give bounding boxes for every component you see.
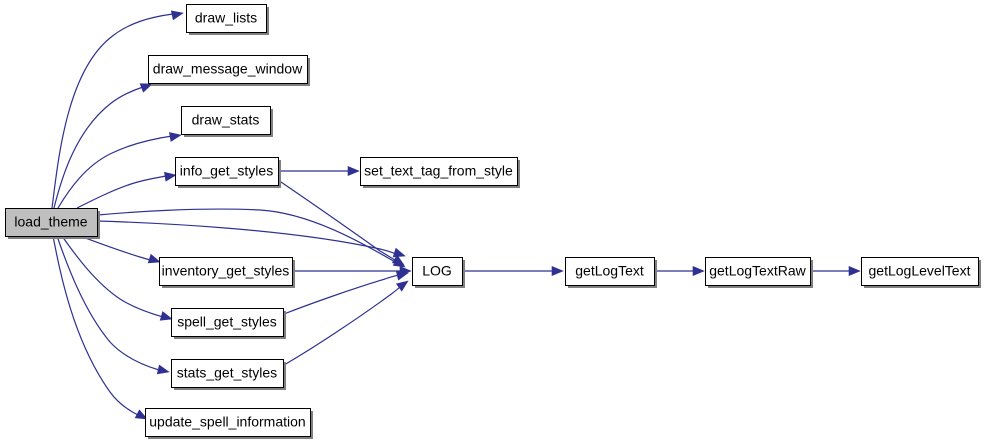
edge-line bbox=[97, 208, 400, 265]
node-box[interactable] bbox=[171, 308, 284, 337]
arrowhead-icon bbox=[159, 311, 173, 321]
node-label: set_text_tag_from_style bbox=[364, 163, 513, 179]
node-set_text_tag_from_style[interactable]: set_text_tag_from_style bbox=[360, 157, 521, 189]
arrowhead-icon bbox=[392, 257, 406, 268]
edge-line bbox=[283, 274, 400, 315]
node-box[interactable] bbox=[5, 208, 98, 237]
edge-line bbox=[51, 13, 174, 209]
arrowhead-icon bbox=[156, 364, 170, 375]
node-box[interactable] bbox=[181, 106, 271, 135]
arrowhead-icon bbox=[395, 280, 409, 292]
arrowhead-icon bbox=[134, 409, 148, 420]
edge-load_theme-to-draw_stats bbox=[57, 132, 182, 209]
arrowhead-icon bbox=[164, 171, 177, 182]
node-box[interactable] bbox=[186, 4, 267, 33]
arrowhead-icon bbox=[169, 132, 182, 142]
node-inventory_get_styles[interactable]: inventory_get_styles bbox=[159, 257, 296, 289]
node-update_spell_information[interactable]: update_spell_information bbox=[145, 408, 314, 440]
nodes-layer: load_theme draw_lists draw_message_windowd… bbox=[5, 4, 982, 440]
node-label: draw_message_window bbox=[153, 61, 303, 77]
edge-load_theme-to-draw_message_window bbox=[53, 83, 153, 209]
edge-line bbox=[52, 235, 139, 416]
edge-load_theme-to-info_get_styles bbox=[76, 171, 177, 209]
node-box[interactable] bbox=[148, 55, 308, 84]
node-getLogTextRaw[interactable]: getLogTextRaw bbox=[705, 257, 814, 289]
node-getLogText[interactable]: getLogText bbox=[565, 257, 658, 289]
node-spell_get_styles[interactable]: spell_get_styles bbox=[171, 308, 287, 340]
arrowhead-icon bbox=[551, 266, 564, 276]
node-label: load_theme bbox=[14, 214, 87, 230]
node-getLogLevelText[interactable]: getLogLevelText bbox=[861, 257, 982, 289]
node-label: update_spell_information bbox=[149, 414, 305, 430]
node-label: spell_get_styles bbox=[177, 314, 277, 330]
node-label: LOG bbox=[422, 263, 452, 279]
edge-stats_get_styles-to-LOG bbox=[283, 280, 409, 366]
edge-inventory_get_styles-to-LOG bbox=[293, 266, 412, 276]
edge-LOG-to-getLogText bbox=[463, 266, 564, 276]
edge-load_theme-to-draw_lists bbox=[51, 10, 184, 209]
edge-line bbox=[79, 235, 151, 261]
node-load_theme[interactable]: load_theme bbox=[5, 208, 101, 240]
node-label: stats_get_styles bbox=[177, 365, 277, 381]
edge-line bbox=[53, 86, 144, 209]
edge-line bbox=[56, 235, 160, 371]
node-box[interactable] bbox=[360, 157, 518, 186]
node-stats_get_styles[interactable]: stats_get_styles bbox=[171, 359, 287, 391]
node-draw_stats[interactable]: draw_stats bbox=[181, 106, 274, 138]
edge-info_get_styles-to-LOG bbox=[277, 179, 405, 266]
arrowhead-icon bbox=[392, 247, 406, 258]
edge-getLogText-to-getLogTextRaw bbox=[655, 266, 705, 276]
edge-load_theme-to-update_spell_information bbox=[52, 235, 148, 420]
node-draw_lists[interactable]: draw_lists bbox=[186, 4, 270, 36]
node-LOG[interactable]: LOG bbox=[412, 257, 466, 289]
node-label: inventory_get_styles bbox=[162, 263, 290, 279]
edge-line bbox=[57, 135, 173, 209]
node-box[interactable] bbox=[175, 157, 279, 186]
edge-line bbox=[283, 285, 402, 366]
edge-line bbox=[97, 220, 397, 255]
arrowhead-icon bbox=[395, 270, 409, 281]
node-box[interactable] bbox=[565, 257, 655, 286]
node-box[interactable] bbox=[412, 257, 463, 286]
arrowhead-icon bbox=[170, 10, 184, 21]
node-info_get_styles[interactable]: info_get_styles bbox=[175, 157, 282, 189]
arrowhead-icon bbox=[692, 266, 705, 276]
edge-load_theme-to-stats_get_styles bbox=[56, 235, 170, 375]
node-label: getLogText bbox=[575, 263, 644, 279]
edge-load_theme-to-inventory_get_styles bbox=[79, 235, 161, 264]
node-label: draw_stats bbox=[192, 112, 260, 128]
node-box[interactable] bbox=[145, 408, 311, 437]
node-label: getLogLevelText bbox=[869, 263, 971, 279]
arrowhead-icon bbox=[848, 266, 861, 276]
edges-layer bbox=[51, 10, 861, 420]
edge-spell_get_styles-to-LOG bbox=[283, 270, 409, 315]
arrowhead-icon bbox=[147, 253, 161, 264]
arrowhead-icon bbox=[347, 166, 360, 176]
node-box[interactable] bbox=[171, 359, 284, 388]
node-label: info_get_styles bbox=[180, 163, 273, 179]
edge-load_theme-to-spell_get_styles bbox=[61, 235, 173, 321]
edge-getLogTextRaw-to-getLogLevelText bbox=[811, 266, 861, 276]
edge-line bbox=[76, 175, 167, 209]
edge-load_theme-to-LOG bbox=[97, 220, 406, 258]
node-box[interactable] bbox=[159, 257, 293, 286]
node-draw_message_window[interactable]: draw_message_window bbox=[148, 55, 311, 87]
node-label: draw_lists bbox=[195, 10, 257, 26]
node-box[interactable] bbox=[705, 257, 811, 286]
edge-line bbox=[277, 179, 396, 261]
arrowhead-icon bbox=[139, 83, 153, 93]
node-box[interactable] bbox=[861, 257, 979, 286]
edge-info_get_styles-to-set_text_tag_from_style bbox=[279, 166, 360, 176]
edge-line bbox=[61, 235, 164, 318]
edge-load_theme-to-LOG bbox=[97, 208, 406, 268]
node-label: getLogTextRaw bbox=[709, 263, 806, 279]
